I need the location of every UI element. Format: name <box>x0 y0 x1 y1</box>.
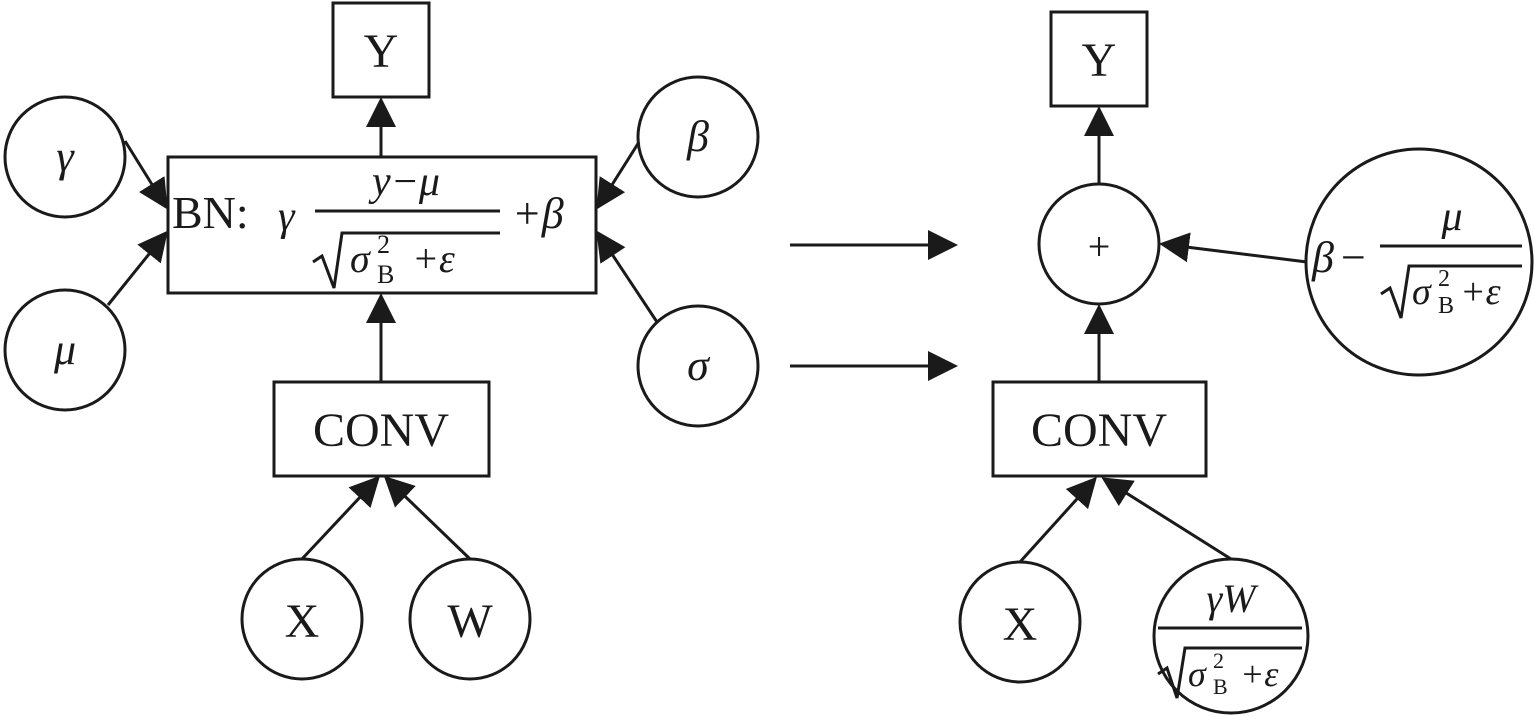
beta-label: β <box>686 112 709 161</box>
right-x-label: X <box>1003 598 1038 651</box>
beta-to-bn-arrow <box>596 141 641 210</box>
weight-sigma-sup: 2 <box>1213 648 1224 673</box>
right-conv-label: CONV <box>1031 404 1167 457</box>
x-to-conv-arrow <box>300 475 381 561</box>
bias-minus: − <box>1341 233 1366 282</box>
weight-sigma-sub: B <box>1213 674 1228 699</box>
weight-to-conv-arrow <box>1101 477 1232 561</box>
weight-sigma: σ <box>1188 654 1207 694</box>
bias-beta: β <box>1311 233 1334 282</box>
bn-gamma: γ <box>278 194 296 240</box>
bn-sqrt-sign <box>312 231 500 289</box>
w-to-conv-arrow <box>383 475 472 561</box>
weight-sqrt-sign <box>1157 646 1302 699</box>
left-diagram: Y BN: γ y−μ σ 2 B +ε +β γ μ β σ CONV <box>3 1 760 681</box>
sigma-node <box>636 304 760 428</box>
bias-sqrt-sign <box>1380 264 1522 319</box>
bn-numerator: y−μ <box>368 159 440 205</box>
bn-formula: BN: γ y−μ σ 2 B +ε +β <box>172 159 564 289</box>
bias-to-sum-arrow <box>1159 232 1308 264</box>
mu-node <box>3 288 127 412</box>
sigma-label: σ <box>687 341 711 390</box>
bn-sigma: σ <box>350 236 371 281</box>
sigma-to-bn-arrow <box>596 230 659 323</box>
bias-sigma: σ <box>1412 271 1432 313</box>
folded-bias-node <box>1304 147 1534 377</box>
bn-sigma-sup: 2 <box>377 230 390 259</box>
weight-numerator: γW <box>1206 576 1259 621</box>
right-x-to-conv-arrow <box>1018 476 1098 564</box>
left-x-label: X <box>285 595 320 648</box>
bn-box <box>166 155 598 295</box>
left-output-label: Y <box>364 25 399 78</box>
bn-plus-beta: +β <box>512 189 564 238</box>
sum-label: + <box>1088 224 1111 269</box>
left-conv-label: CONV <box>313 404 449 457</box>
beta-node <box>636 75 760 199</box>
right-conv-box <box>991 380 1208 478</box>
bias-plus-eps: +ε <box>1460 271 1501 313</box>
folded-bias-formula: β − μ σ 2 B +ε <box>1311 194 1522 319</box>
left-output-box <box>331 1 431 99</box>
bias-numerator: μ <box>1440 194 1462 240</box>
right-diagram: Y + β − μ σ 2 B +ε CONV X γW σ <box>958 10 1534 715</box>
weight-plus-eps: +ε <box>1240 654 1279 694</box>
folded-weight-formula: γW σ 2 B +ε <box>1157 576 1302 699</box>
bias-sigma-sub: B <box>1438 293 1454 319</box>
right-output-label: Y <box>1082 34 1117 87</box>
bn-prefix: BN: <box>172 187 249 238</box>
gamma-label: γ <box>56 132 75 181</box>
gamma-node <box>3 95 127 219</box>
w-label: W <box>447 595 493 648</box>
bn-sigma-sub: B <box>377 260 394 289</box>
bn-plus-eps: +ε <box>412 236 455 281</box>
mu-label: μ <box>53 325 76 374</box>
bias-sigma-sup: 2 <box>1438 266 1450 292</box>
mu-to-bn-arrow <box>106 230 168 306</box>
gamma-to-bn-arrow <box>123 140 168 210</box>
